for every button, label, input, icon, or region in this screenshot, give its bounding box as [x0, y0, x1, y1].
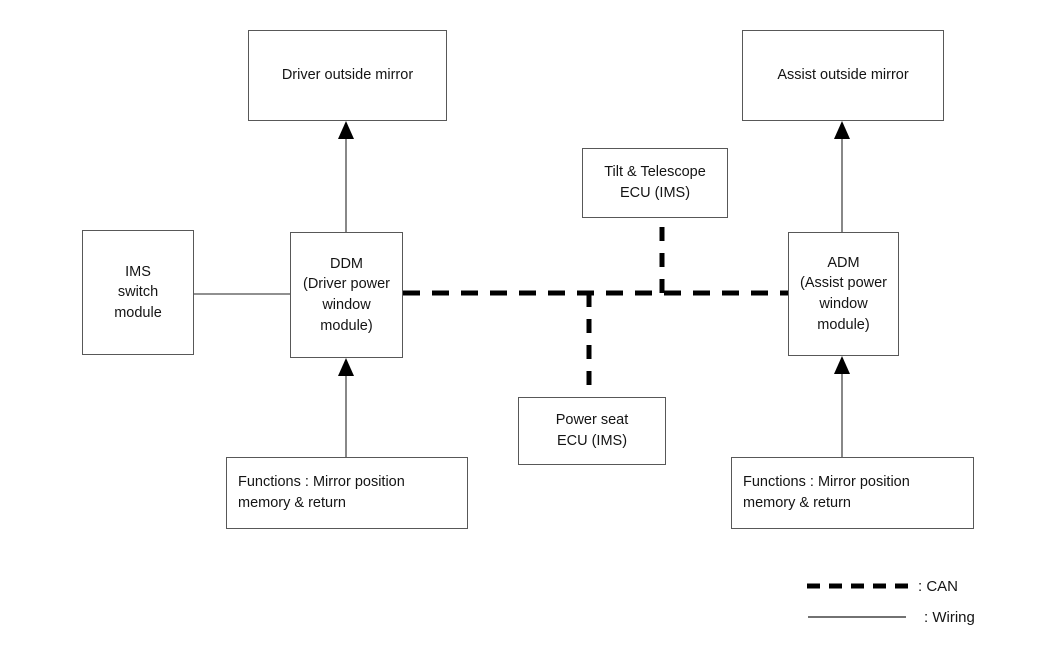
node-tilt-telescope-ecu[interactable]: Tilt & Telescope ECU (IMS)	[582, 148, 728, 218]
node-power-seat-ecu[interactable]: Power seat ECU (IMS)	[518, 397, 666, 465]
legend-solid-line-sample	[806, 610, 910, 624]
legend-row-can: : CAN	[806, 574, 958, 598]
legend: : CAN : Wiring	[806, 570, 1036, 634]
node-ims-switch-module[interactable]: IMS switch module	[82, 230, 194, 355]
legend-label-can: : CAN	[918, 577, 959, 595]
wire-functions-right-to-adm	[834, 356, 850, 457]
node-ddm[interactable]: DDM (Driver power window module)	[290, 232, 403, 358]
wire-ddm-to-driver-mirror	[338, 121, 354, 232]
node-adm[interactable]: ADM (Assist power window module)	[788, 232, 899, 356]
legend-label-wiring: : Wiring	[924, 608, 975, 626]
legend-dashed-line-sample	[806, 579, 910, 593]
node-functions-left[interactable]: Functions : Mirror position memory & ret…	[226, 457, 468, 529]
wire-adm-to-assist-mirror	[834, 121, 850, 232]
node-assist-outside-mirror[interactable]: Assist outside mirror	[742, 30, 944, 121]
node-functions-right[interactable]: Functions : Mirror position memory & ret…	[731, 457, 974, 529]
node-driver-outside-mirror[interactable]: Driver outside mirror	[248, 30, 447, 121]
can-bus	[403, 218, 788, 397]
legend-row-wiring: : Wiring	[806, 605, 975, 629]
wire-functions-left-to-ddm	[338, 358, 354, 457]
